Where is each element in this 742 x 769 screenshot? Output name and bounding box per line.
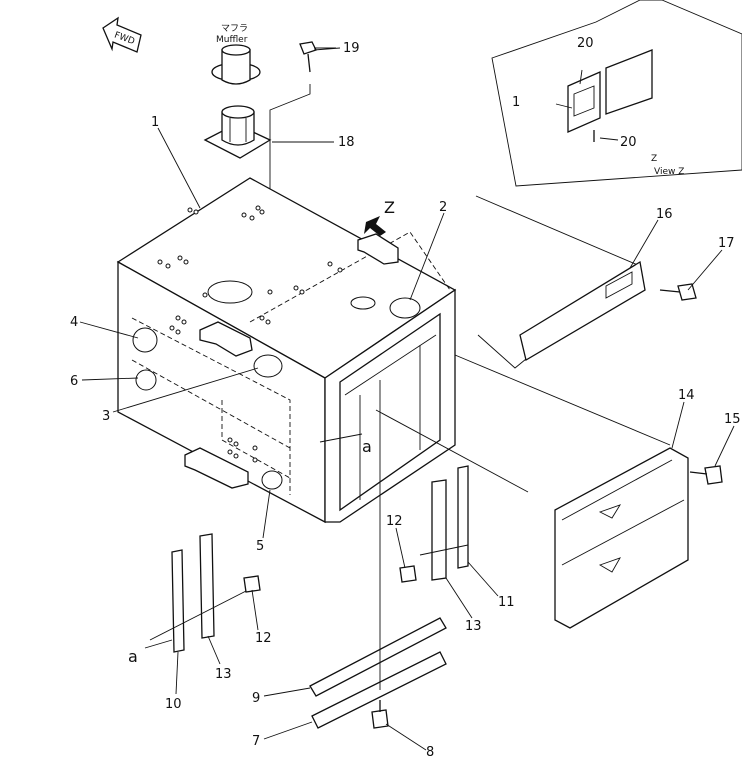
bolt-8 (371, 700, 389, 729)
muffler-label-en: Muffler (216, 35, 248, 45)
callout-14: 14 (678, 388, 695, 403)
bolt-15 (689, 465, 723, 485)
view-z-marker: Z (384, 198, 395, 217)
muffler-flange (203, 105, 272, 159)
callout-17: 17 (718, 236, 735, 251)
callout-4: 4 (70, 315, 78, 330)
inset-view-z: Z View Z (491, 0, 742, 187)
callout-3: 3 (102, 409, 110, 424)
leader-lines (79, 47, 735, 751)
bolt-17 (659, 283, 697, 301)
part-14-panel (454, 354, 689, 629)
callout-2: 2 (439, 200, 447, 215)
callout-18: 18 (338, 135, 355, 150)
callout-12-left: 12 (255, 631, 272, 646)
callout-11: 11 (498, 595, 515, 610)
callout-8: 8 (426, 745, 434, 760)
part-11-plate (419, 465, 469, 581)
bolt-12-right (399, 565, 417, 583)
callout-7: 7 (252, 734, 260, 749)
callout-12-right: 12 (386, 514, 403, 529)
callout-1: 1 (151, 115, 159, 130)
callout-13-left: 13 (215, 667, 232, 682)
callout-1-inset: 1 (512, 95, 520, 110)
callout-19: 19 (343, 41, 360, 56)
part-10-plate (149, 533, 249, 653)
callout-15: 15 (724, 412, 741, 427)
view-z-arrow: Z (364, 198, 395, 236)
bolt-19 (299, 41, 336, 73)
muffler-pipe (211, 44, 261, 85)
main-box (116, 177, 457, 524)
callout-6: 6 (70, 374, 78, 389)
fwd-arrow: FWD (102, 16, 142, 53)
bolt-12-left (243, 575, 261, 593)
callout-13-right: 13 (465, 619, 482, 634)
callouts: 1 2 3 4 5 6 7 8 9 10 11 12 12 13 13 14 1… (70, 36, 741, 760)
callout-20-bottom: 20 (620, 135, 637, 150)
section-mark-a-right: a (362, 437, 372, 456)
callout-16: 16 (656, 207, 673, 222)
part-7-bracket (311, 380, 447, 729)
muffler-label-jp: マフラ (221, 23, 248, 34)
section-mark-a-left: a (128, 647, 138, 666)
callout-9: 9 (252, 691, 260, 706)
callout-5: 5 (256, 539, 264, 554)
callout-10: 10 (165, 697, 182, 712)
inset-view-label: View Z (654, 167, 684, 177)
inset-marker: Z (651, 154, 657, 164)
callout-20-top: 20 (577, 36, 594, 51)
part-9-rod (309, 617, 447, 697)
part-16-panel (475, 195, 646, 369)
